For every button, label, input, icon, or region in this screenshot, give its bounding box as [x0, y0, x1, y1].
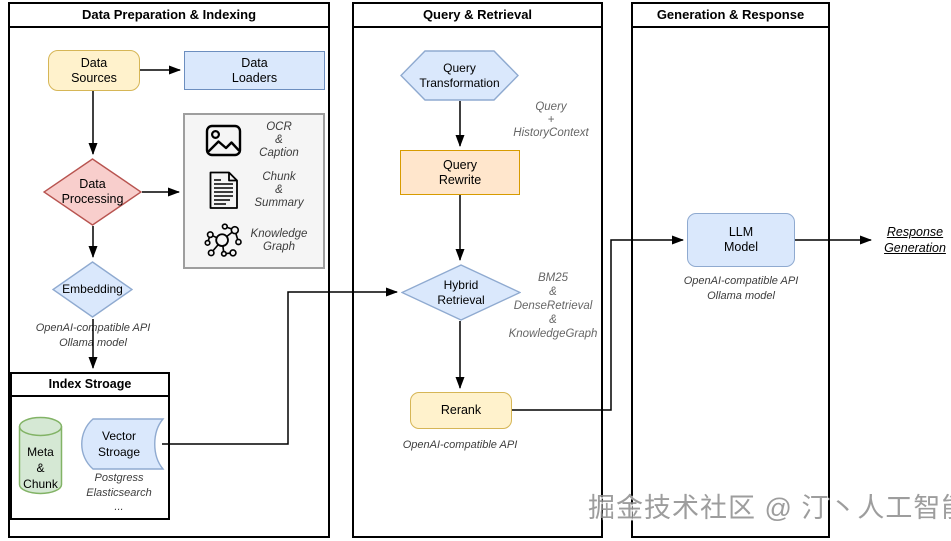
process-row-ocr: OCR & Caption: [185, 115, 323, 166]
column-title-query-retrieval: Query & Retrieval: [354, 4, 601, 28]
node-data-processing-label: Data Processing: [61, 177, 124, 206]
node-data-sources: Data Sources: [48, 50, 140, 91]
rerank-note: OpenAI-compatible API: [402, 439, 518, 451]
process-label-ocr: OCR & Caption: [259, 120, 299, 159]
node-rerank: Rerank: [410, 392, 512, 429]
response-generation-label: Response Generation: [884, 225, 946, 255]
node-embedding: Embedding: [52, 261, 133, 318]
node-vector-storage: Vector Stroage: [73, 418, 165, 470]
node-meta-chunk-cylinder: Meta & Chunk: [18, 416, 63, 495]
process-row-knowledge: Knowledge Graph: [185, 216, 323, 267]
index-storage-title: Index Stroage: [12, 374, 168, 397]
node-embedding-label: Embedding: [62, 282, 123, 296]
query-context-annotation: Query + HistoryContext: [513, 101, 589, 139]
knowledge-graph-icon: [203, 221, 243, 262]
vector-storage-note: Postgress Elasticsearch ...: [86, 472, 152, 513]
node-hybrid-retrieval: Hybrid Retrieval: [401, 264, 521, 321]
node-query-rewrite: Query Rewrite: [400, 150, 520, 195]
document-icon: [203, 171, 243, 210]
node-data-processing: Data Processing: [43, 158, 142, 226]
process-label-knowledge: Knowledge Graph: [250, 228, 308, 254]
embedding-note: OpenAI-compatible API Ollama model: [35, 322, 151, 349]
node-query-transformation-label: Query Transformation: [419, 60, 500, 90]
node-query-rewrite-label: Query Rewrite: [438, 157, 482, 187]
node-rerank-label: Rerank: [440, 403, 482, 417]
process-label-chunk: Chunk & Summary: [254, 171, 304, 210]
node-data-loaders-label: Data Loaders: [231, 55, 278, 85]
column-title-data-preparation: Data Preparation & Indexing: [10, 4, 328, 28]
node-vector-storage-label: Vector Stroage: [97, 429, 141, 459]
node-hybrid-retrieval-label: Hybrid Retrieval: [437, 277, 485, 307]
node-query-transformation: Query Transformation: [400, 50, 519, 101]
node-meta-chunk-label: Meta & Chunk: [23, 444, 58, 491]
process-row-chunk: Chunk & Summary: [185, 166, 323, 217]
watermark-text: 掘金技术社区 @ 汀丶人工智能: [588, 493, 951, 523]
llm-model-note: OpenAI-compatible API Ollama model: [683, 275, 799, 302]
node-data-sources-label: Data Sources: [71, 55, 117, 85]
image-icon: [203, 124, 243, 157]
node-llm-model-label: LLM Model: [723, 225, 759, 254]
column-title-generation-response: Generation & Response: [633, 4, 828, 28]
column-generation-response: Generation & Response: [631, 2, 830, 538]
node-data-loaders: Data Loaders: [184, 51, 325, 90]
retrieval-methods-annotation: BM25 & DenseRetrieval & KnowledgeGraph: [508, 272, 598, 340]
processing-methods-box: OCR & Caption Chunk & Summary: [183, 113, 325, 269]
node-llm-model: LLM Model: [687, 213, 795, 267]
